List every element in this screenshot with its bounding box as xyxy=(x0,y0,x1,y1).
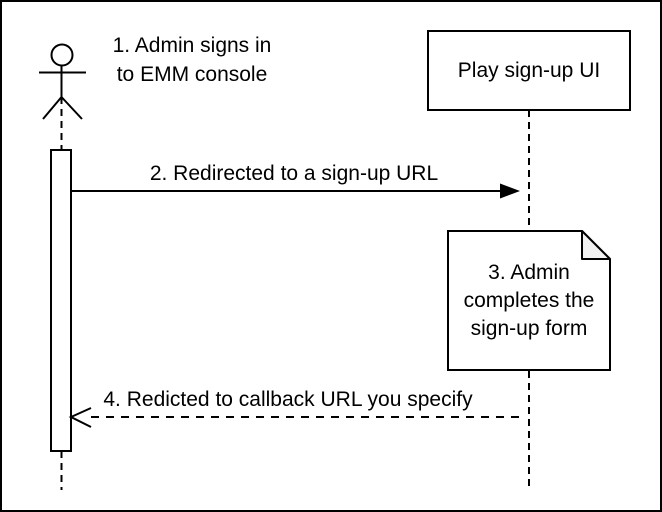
actor-head xyxy=(50,43,74,67)
note-label-line3: sign-up form xyxy=(470,316,588,340)
actor-figure xyxy=(39,43,86,120)
note-label-line2: completes the xyxy=(463,288,595,312)
note-label-line1: 3. Admin xyxy=(488,260,570,284)
actor-leg-right xyxy=(60,96,83,120)
actor-leg-left xyxy=(42,96,63,120)
message-4-arrow xyxy=(68,407,519,428)
message-4-label: 4. Redicted to callback URL you specify xyxy=(103,388,473,411)
participant-label: Play sign-up UI xyxy=(457,59,601,82)
actor-activation-bar xyxy=(50,149,72,452)
message-2-label: 2. Redirected to a sign-up URL xyxy=(149,162,439,185)
message-2-arrowhead-icon xyxy=(500,183,520,199)
actor-label-line2: to EMM console xyxy=(116,63,268,86)
note-body xyxy=(447,230,611,371)
note-fold-corner xyxy=(581,230,611,260)
participant-box xyxy=(427,30,631,111)
message-2-arrow xyxy=(71,183,520,199)
actor-label: 1. Admin signs in to EMM console xyxy=(92,31,292,89)
actor-label-line1: 1. Admin signs in xyxy=(112,34,272,57)
note-shape xyxy=(447,230,611,371)
note-label: 3. Admin completes the sign-up form xyxy=(448,231,610,370)
message-4-arrowhead-icon xyxy=(68,407,92,428)
